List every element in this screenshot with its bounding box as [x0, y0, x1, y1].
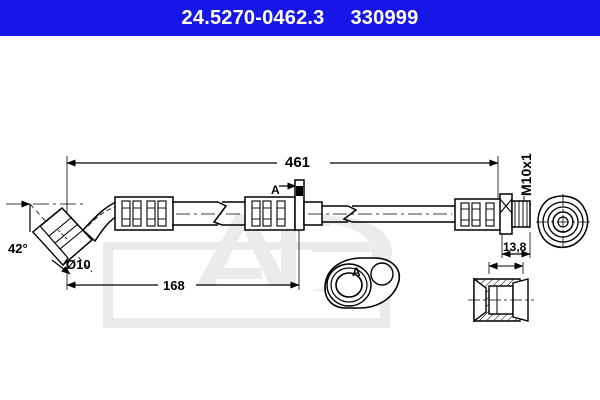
mid-crimp-collar	[244, 196, 296, 231]
bracket-plate	[294, 179, 305, 231]
left-crimp-collar	[114, 196, 174, 231]
right-end-view	[536, 194, 592, 250]
header-bar: 24.5270-0462.3 330999	[0, 0, 600, 36]
dimension-13-8	[501, 232, 531, 258]
dimension-42-degrees	[21, 200, 71, 275]
hose-segment-left	[172, 201, 245, 226]
label-end-fitting-angle: 42°	[8, 241, 28, 256]
label-thread-spec: M10x1	[518, 153, 534, 196]
section-a-detail	[324, 257, 400, 309]
label-partial-length: 168	[163, 278, 185, 293]
right-end-fitting	[499, 193, 531, 235]
brake-hose-assembly	[31, 179, 531, 267]
label-hose-diameter: Ø10	[66, 257, 91, 272]
brake-hose-drawing-svg: R	[6, 156, 592, 328]
reference-number: 330999	[350, 7, 419, 29]
part-number: 24.5270-0462.3	[181, 7, 325, 29]
label-fitting-width: 13,8	[503, 240, 527, 254]
label-overall-length: 461	[285, 154, 311, 171]
label-section-marker-a-upper: A	[271, 183, 280, 197]
label-section-detail-a: A	[352, 265, 361, 279]
lower-right-section-detail	[468, 262, 534, 323]
right-crimp-collar	[454, 198, 502, 231]
header-title-group: 24.5270-0462.3 330999	[0, 0, 600, 36]
drawing-canvas: R	[0, 36, 600, 400]
hose-segment-right	[303, 201, 455, 226]
